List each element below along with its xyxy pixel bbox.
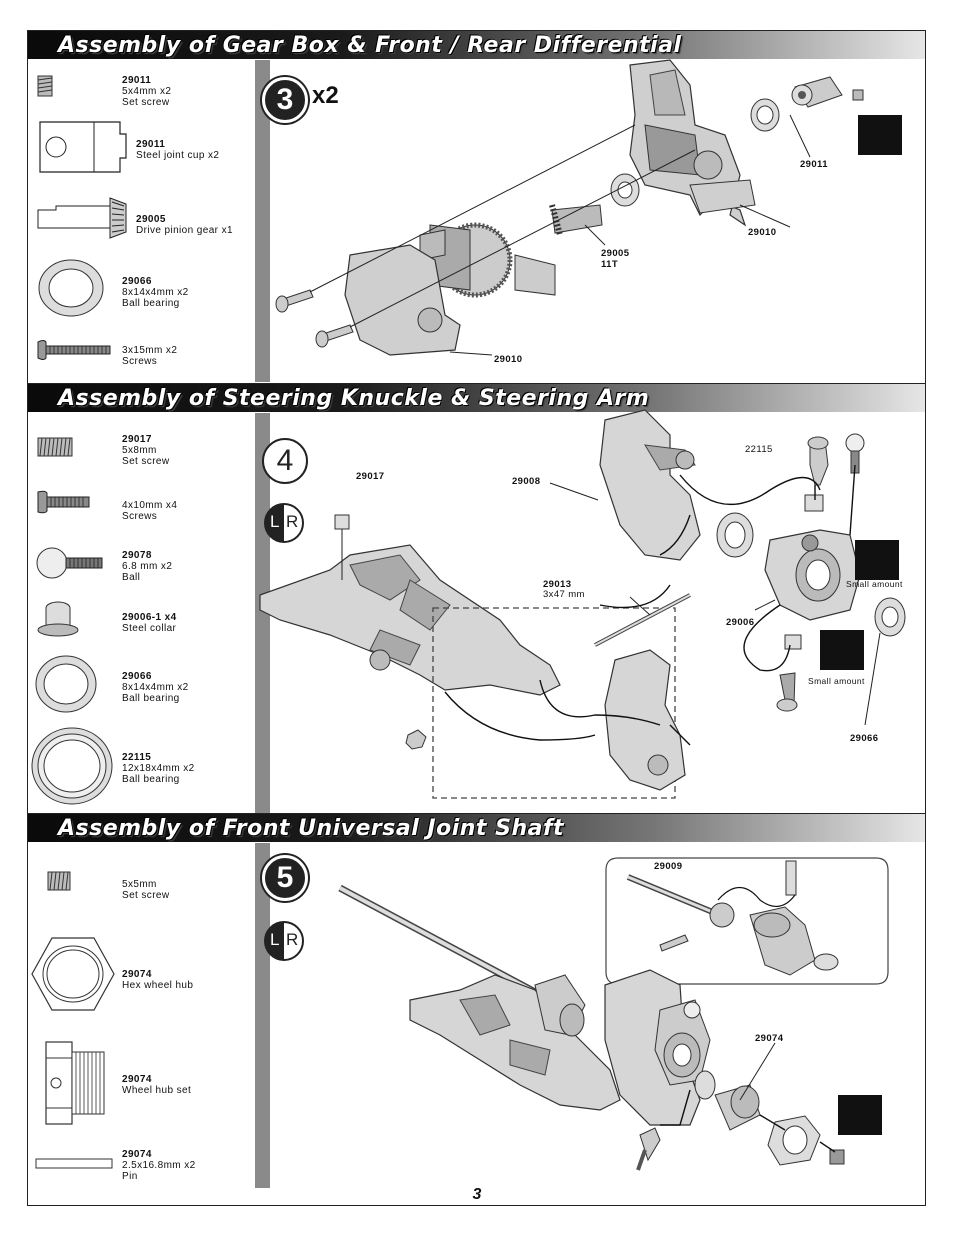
page-number: 3 [472, 1186, 482, 1203]
thread-lock-icon [855, 540, 899, 580]
callout-label: 29013 [543, 579, 572, 590]
screw-icon [37, 340, 111, 360]
hex-wheel-hub-icon [31, 937, 115, 1011]
divider [28, 383, 925, 384]
steering-knuckle-illustration [259, 409, 906, 799]
set-screw-icon [47, 871, 71, 891]
detail-inset-box [605, 857, 889, 985]
section-banner-gearbox: Assembly of Gear Box & Front / Rear Diff… [28, 31, 925, 59]
note-label: Small amount [808, 676, 865, 686]
divider [28, 813, 925, 814]
thread-lock-icon [858, 115, 902, 155]
callout-label: 29009 [654, 861, 683, 872]
ball-stud-icon [36, 547, 103, 579]
ball-bearing-large-icon [31, 727, 113, 805]
callout-label: 29066 [850, 733, 879, 744]
callout-label: 29006 [726, 617, 755, 628]
step-multiplier: x2 [312, 82, 339, 109]
universal-joint-illustration [338, 884, 845, 1171]
callout-label: 29008 [512, 476, 541, 487]
steel-joint-cup-icon [39, 121, 127, 173]
thread-lock-icon [820, 630, 864, 670]
steel-collar-icon [37, 601, 79, 637]
callout-label: 22115 [745, 444, 773, 455]
column-separator [255, 60, 270, 382]
drive-pinion-gear-icon [37, 197, 127, 239]
section-title: Assembly of Steering Knuckle & Steering … [58, 386, 650, 411]
set-screw-icon [37, 75, 53, 97]
callout-label: 29010 [494, 354, 523, 365]
gearbox-exploded-illustration [275, 59, 864, 356]
callout-label: 11T [601, 259, 619, 270]
callout-label: 29010 [748, 227, 777, 238]
section-banner-steering: Assembly of Steering Knuckle & Steering … [28, 384, 925, 412]
pin-icon [35, 1158, 113, 1169]
column-separator [255, 843, 270, 1188]
step-number: 4 [262, 438, 308, 484]
callout-label: 29017 [356, 471, 385, 482]
step-number: 3 [262, 77, 308, 123]
callout-label: 29011 [800, 159, 828, 170]
thread-lock-icon [838, 1095, 882, 1135]
wheel-hub-set-icon [45, 1041, 105, 1125]
section-banner-ujoint: Assembly of Front Universal Joint Shaft [28, 814, 925, 842]
section-title: Assembly of Front Universal Joint Shaft [58, 816, 565, 841]
callout-label: 29005 [601, 248, 630, 259]
ball-bearing-icon [35, 655, 97, 713]
step-number: 5 [262, 855, 308, 901]
section-title: Assembly of Gear Box & Front / Rear Diff… [58, 33, 682, 58]
callout-label: 29074 [755, 1033, 784, 1044]
page-frame [27, 30, 926, 1206]
note-label: Small amount [846, 579, 903, 589]
callout-label: 3x47 mm [543, 589, 585, 600]
ball-bearing-icon [38, 259, 104, 317]
screw-icon [37, 490, 90, 514]
set-screw-icon [37, 437, 73, 457]
